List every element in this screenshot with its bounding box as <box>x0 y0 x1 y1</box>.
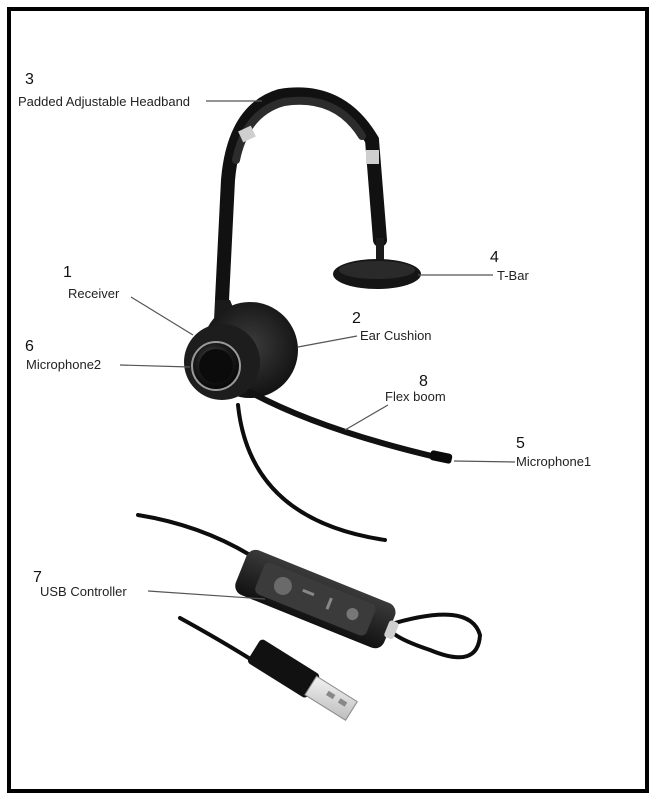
label-receiver: Receiver <box>68 286 120 301</box>
part-number-1: 1 <box>63 264 72 281</box>
label-flex-boom: Flex boom <box>385 389 446 404</box>
label-padded-adjustable-headband: Padded Adjustable Headband <box>18 94 191 109</box>
usb-controller-body <box>235 549 399 649</box>
flex-boom <box>247 389 453 464</box>
label-microphone2: Microphone2 <box>26 357 102 372</box>
part-number-7: 7 <box>33 569 42 586</box>
label-ear-cushion: Ear Cushion <box>360 328 432 343</box>
leader-lines <box>119 100 516 600</box>
part-number-3: 3 <box>25 71 34 88</box>
diagram-frame <box>7 7 649 793</box>
part-number-4: 4 <box>490 249 499 266</box>
part-number-8: 8 <box>419 373 428 390</box>
part-number-6: 6 <box>25 338 34 355</box>
part-number-5: 5 <box>516 435 525 452</box>
cable <box>136 403 483 662</box>
label-t-bar: T-Bar <box>497 268 529 283</box>
earpiece <box>184 300 298 400</box>
headband <box>215 87 387 307</box>
t-bar <box>333 238 421 289</box>
part-number-2: 2 <box>352 310 361 327</box>
usb-plug <box>247 639 358 721</box>
label-usb-controller: USB Controller <box>40 584 127 599</box>
label-microphone1: Microphone1 <box>516 454 592 469</box>
